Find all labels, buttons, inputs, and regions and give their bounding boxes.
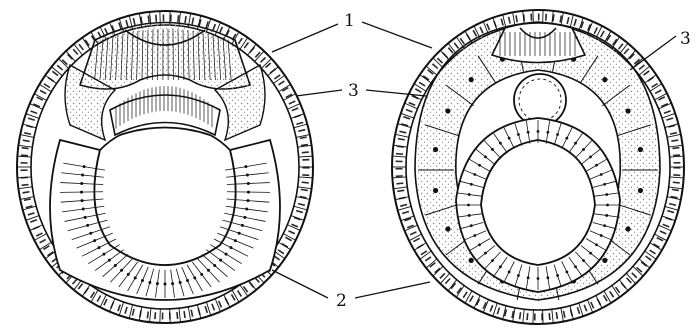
leader-1-right: [362, 22, 432, 48]
right-embryo: [392, 10, 684, 324]
left-embryo: [17, 11, 313, 323]
label-3-center: 3: [348, 81, 359, 101]
label-3-right: 3: [680, 29, 691, 49]
leader-2-right: [355, 282, 430, 298]
left-endoderm-cup: [50, 128, 280, 301]
leader-1-left: [272, 24, 338, 52]
label-1: 1: [344, 11, 355, 31]
label-2: 2: [336, 291, 347, 311]
leader-3-left: [296, 90, 342, 96]
leader-2-left: [272, 270, 328, 298]
right-endoderm-tube: [456, 118, 620, 292]
right-neural-tube: [492, 23, 585, 63]
